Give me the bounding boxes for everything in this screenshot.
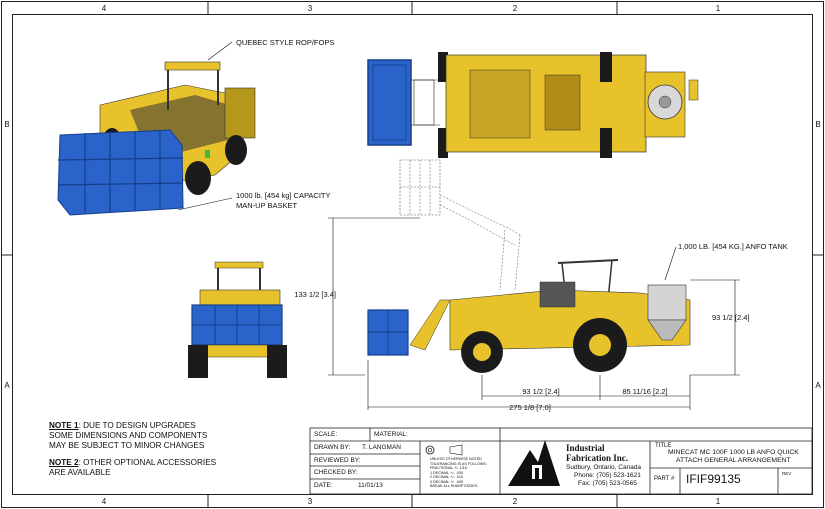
tolerance-line: 3 DECIMAL +/- .005 [430, 479, 463, 484]
drawing-title-line1: MINECAT MC 100F 1000 LB ANFO QUICK [668, 449, 799, 456]
anfo-callout: 1,000 LB. [454 KG.] ANFO TANK [678, 242, 788, 251]
note2-line1: : OTHER OPTIONAL ACCESSORIES [78, 458, 217, 467]
company-phone: Phone: (705) 523-1621 [574, 472, 641, 479]
zone-bottom-3: 3 [308, 497, 313, 506]
top-view [367, 52, 699, 158]
zone-top-1: 1 [716, 4, 721, 13]
note2-line2: ARE AVAILABLE [49, 468, 111, 477]
drawing-title-line2: ATTACH GENERAL ARRANGEMENT [676, 457, 791, 464]
rev-label: REV [782, 471, 792, 476]
date-label: DATE: [314, 482, 333, 489]
zone-bottom-1: 1 [716, 497, 721, 506]
date-value: 11/01/13 [358, 482, 383, 489]
rops-callout: QUEBEC STYLE ROP/FOPS [236, 38, 334, 47]
tolerance-line: TOLERANCING IS AS FOLLOWS: [430, 461, 487, 466]
scale-label: SCALE: [314, 431, 338, 438]
drawn-by-value: T. LANGMAN [362, 444, 402, 451]
dim-width-right: 93 1/2 [2.4] [712, 313, 750, 322]
dim-wheelbase: 93 1/2 [2.4] [522, 387, 560, 396]
part-label: PART # [654, 476, 675, 482]
company-logo [508, 440, 560, 486]
zone-left-A: A [4, 381, 10, 390]
note-1: NOTE 1: DUE TO DESIGN UPGRADES SOME DIME… [49, 421, 207, 451]
tolerance-notes: UNLESS OTHERWISE NOTED TOLERANCING IS AS… [430, 457, 487, 489]
tolerance-symbol [425, 444, 463, 456]
reviewed-by-label: REVIEWED BY: [314, 457, 361, 464]
zone-top-3: 3 [308, 4, 313, 13]
zone-top-2: 2 [513, 4, 518, 13]
company-name-line2: Fabrication Inc. [566, 453, 628, 463]
note-2: NOTE 2: OTHER OPTIONAL ACCESSORIES ARE A… [49, 458, 216, 478]
tolerance-line: 1 DECIMAL +/- .030 [430, 470, 463, 475]
material-label: MATERIAL: [374, 431, 408, 438]
tolerance-line: BREAK ALL SHARP EDGES [430, 484, 478, 488]
note1-line3: MAY BE SUBJECT TO MINOR CHANGES [49, 441, 205, 450]
company-name-line1: Industrial [566, 443, 605, 453]
title-label: TITLE [655, 443, 672, 449]
basket-leader [177, 197, 233, 211]
note2-label: NOTE 2 [49, 458, 79, 467]
zone-left-B: B [4, 120, 9, 129]
tolerance-line: 2 DECIMAL +/- .010 [430, 475, 463, 479]
zone-top-4: 4 [102, 4, 107, 13]
front-view [188, 261, 287, 378]
inner-border [12, 14, 813, 495]
dimension-lines [328, 217, 740, 410]
tolerance-line: UNLESS OTHERWISE NOTED [430, 457, 482, 461]
drawn-by-label: DRAWN BY: [314, 444, 351, 451]
title-block-grid [309, 427, 813, 495]
zone-bottom-4: 4 [102, 497, 107, 506]
dim-overall-length: 275 1/8 [7.0] [509, 403, 551, 412]
basket-callout-line2: MAN-UP BASKET [236, 201, 298, 210]
checked-by-label: CHECKED BY: [314, 469, 358, 476]
company-city: Sudbury, Ontario, Canada [566, 464, 642, 471]
side-view [367, 159, 691, 373]
tolerance-line: FRACTIONAL +/- 1/16 [430, 466, 467, 470]
note1-line1: : DUE TO DESIGN UPGRADES [78, 421, 196, 430]
zone-bottom-2: 2 [513, 497, 518, 506]
anfo-leader [664, 246, 677, 281]
dim-height: 133 1/2 [3.4] [294, 290, 336, 299]
company-fax: Fax: (705) 523-0565 [578, 480, 637, 487]
basket-callout-line1: 1000 lb. [454 kg] CAPACITY [236, 191, 331, 200]
note1-label: NOTE 1 [49, 421, 79, 430]
note1-line2: SOME DIMENSIONS AND COMPONENTS [49, 431, 208, 440]
rops-leader [207, 41, 233, 61]
zone-right-A: A [815, 381, 821, 390]
part-number: IFIF99135 [686, 472, 741, 486]
dim-rear-overhang: 85 11/16 [2.2] [622, 387, 667, 396]
zone-right-B: B [815, 120, 820, 129]
isometric-view [57, 61, 256, 216]
